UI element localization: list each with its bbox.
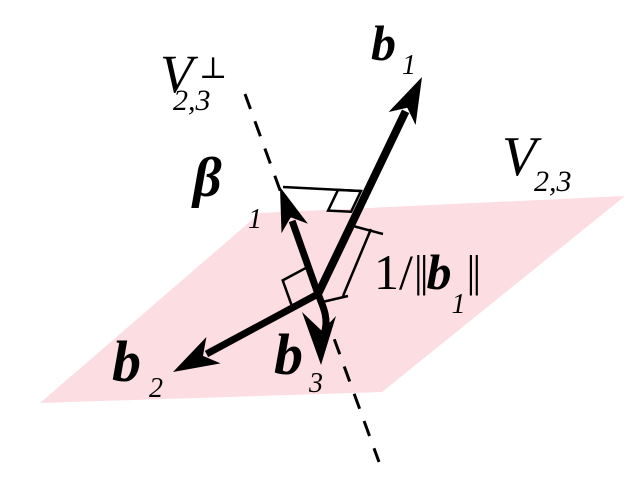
vector-b1-shaft: [314, 109, 410, 296]
recip-left-norm-bars: ||: [413, 247, 429, 296]
orthogonal-complement-dashed-line: [243, 93, 381, 463]
label-b1: b 1: [371, 15, 416, 80]
vector-beta1-shaft: [288, 219, 322, 296]
v23-main: V: [502, 126, 537, 188]
label-v23: V 2,3: [502, 126, 572, 197]
label-b2: b 2: [112, 333, 163, 403]
label-beta1: β 1: [193, 147, 262, 234]
vector-b2-arrowhead: [173, 337, 221, 372]
vector-b1-arrowhead: [388, 77, 422, 125]
beta1-subscript: 1: [248, 204, 262, 235]
ruler-line: [341, 228, 373, 297]
b3-main: b: [274, 322, 303, 387]
b1-main: b: [371, 15, 396, 71]
recip-right-norm-bars: ||: [466, 247, 482, 296]
ruler-tick-top: [352, 224, 384, 236]
b2-subscript: 2: [149, 373, 163, 404]
b3-subscript: 3: [309, 368, 323, 399]
v-perp-main: V: [160, 44, 193, 104]
recip-one-slash: 1/: [374, 244, 413, 300]
b1-subscript: 1: [402, 50, 416, 81]
label-v-perp-23: V ⊥ 2,3: [160, 44, 227, 116]
recip-b-main: b: [426, 244, 452, 300]
vector-beta1-arrowhead: [280, 187, 308, 234]
label-reciprocal-norm-b1: 1/||b1||: [374, 244, 482, 319]
vector-b2-shaft: [204, 290, 320, 358]
b2-main: b: [112, 329, 141, 394]
label-b3: b 3: [274, 326, 323, 398]
recip-b-subscript: 1: [451, 289, 466, 320]
beta1-main: β: [193, 147, 222, 209]
vector-b3-arrowhead: [302, 312, 336, 365]
v-perp-subscript: 2,3: [173, 84, 211, 117]
v23-subscript: 2,3: [534, 165, 572, 198]
right-angle-marker-projection: [326, 188, 363, 213]
v-perp-superscript: ⊥: [199, 52, 228, 85]
